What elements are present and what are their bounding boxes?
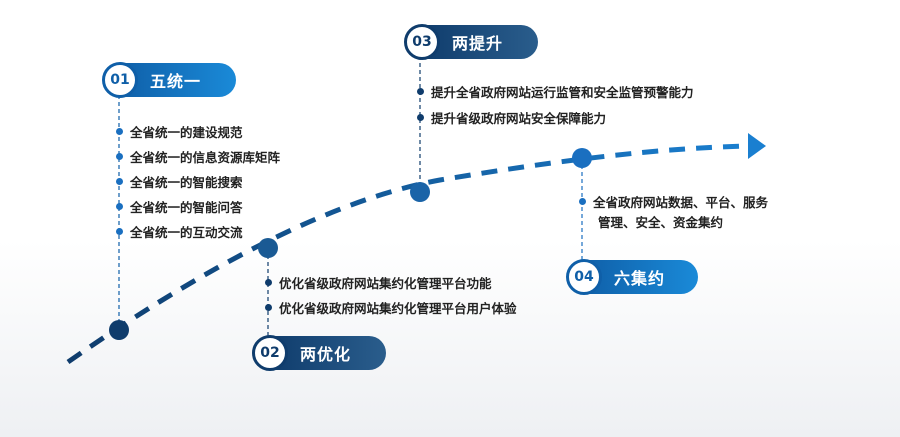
- stage1-title: 五统一: [150, 72, 202, 91]
- bullet-dot: [417, 114, 424, 121]
- bullet-dot: [116, 153, 123, 160]
- stage1-badge: 01 五统一: [102, 62, 236, 98]
- stage3-item: 提升省级政府网站安全保障能力: [417, 108, 606, 127]
- stage1-item: 全省统一的智能问答: [116, 197, 243, 216]
- milestone-node-4: [572, 148, 592, 168]
- bullet-dot: [116, 128, 123, 135]
- stage1-item-label: 全省统一的互动交流: [130, 225, 243, 240]
- bullet-dot: [417, 88, 424, 95]
- stage4-number: 04: [566, 259, 602, 295]
- stage1-item-label: 全省统一的信息资源库矩阵: [130, 150, 281, 165]
- stage4-title: 六集约: [614, 269, 666, 288]
- stage2-item-label: 优化省级政府网站集约化管理平台功能: [279, 276, 492, 291]
- growth-curve: [66, 143, 749, 365]
- milestone-node-1: [109, 320, 129, 340]
- bullet-dot: [116, 228, 123, 235]
- stage2-item-label: 优化省级政府网站集约化管理平台用户体验: [279, 301, 517, 316]
- stage4-continuation: 管理、安全、资金集约: [598, 210, 723, 236]
- stage4-line: 管理、安全、资金集约: [598, 215, 724, 230]
- stage2-item: 优化省级政府网站集约化管理平台功能: [265, 273, 492, 292]
- stage1-item: 全省统一的建设规范: [116, 122, 243, 141]
- bullet-dot: [579, 198, 586, 205]
- stage3-item: 提升全省政府网站运行监管和安全监管预警能力: [417, 82, 694, 101]
- stage4-badge: 04 六集约: [566, 259, 698, 295]
- stage4-line: 全省政府网站数据、平台、服务: [593, 195, 769, 210]
- stage1-number: 01: [102, 62, 138, 98]
- stage1-item: 全省统一的智能搜索: [116, 172, 243, 191]
- stage1-item: 全省统一的互动交流: [116, 222, 243, 241]
- bullet-dot: [116, 203, 123, 210]
- stage3-item-label: 提升省级政府网站安全保障能力: [431, 111, 607, 126]
- milestone-node-2: [258, 238, 278, 258]
- curve-arrow-head: [748, 133, 766, 159]
- stage3-badge: 03 两提升: [404, 24, 538, 60]
- stage1-item: 全省统一的信息资源库矩阵: [116, 147, 280, 166]
- bullet-dot: [265, 304, 272, 311]
- stage2-item: 优化省级政府网站集约化管理平台用户体验: [265, 298, 517, 317]
- stage1-item-label: 全省统一的智能问答: [130, 200, 243, 215]
- stage3-number: 03: [404, 24, 440, 60]
- stage3-title: 两提升: [452, 34, 504, 53]
- bullet-dot: [116, 178, 123, 185]
- stage3-item-label: 提升全省政府网站运行监管和安全监管预警能力: [431, 85, 694, 100]
- stage2-title: 两优化: [300, 345, 352, 364]
- stage1-item-label: 全省统一的智能搜索: [130, 175, 243, 190]
- stage2-number: 02: [252, 335, 288, 371]
- bullet-dot: [265, 279, 272, 286]
- stage4-item: 全省政府网站数据、平台、服务: [579, 192, 768, 211]
- milestone-node-3: [410, 182, 430, 202]
- stage1-item-label: 全省统一的建设规范: [130, 125, 243, 140]
- stage2-badge: 02 两优化: [252, 335, 386, 371]
